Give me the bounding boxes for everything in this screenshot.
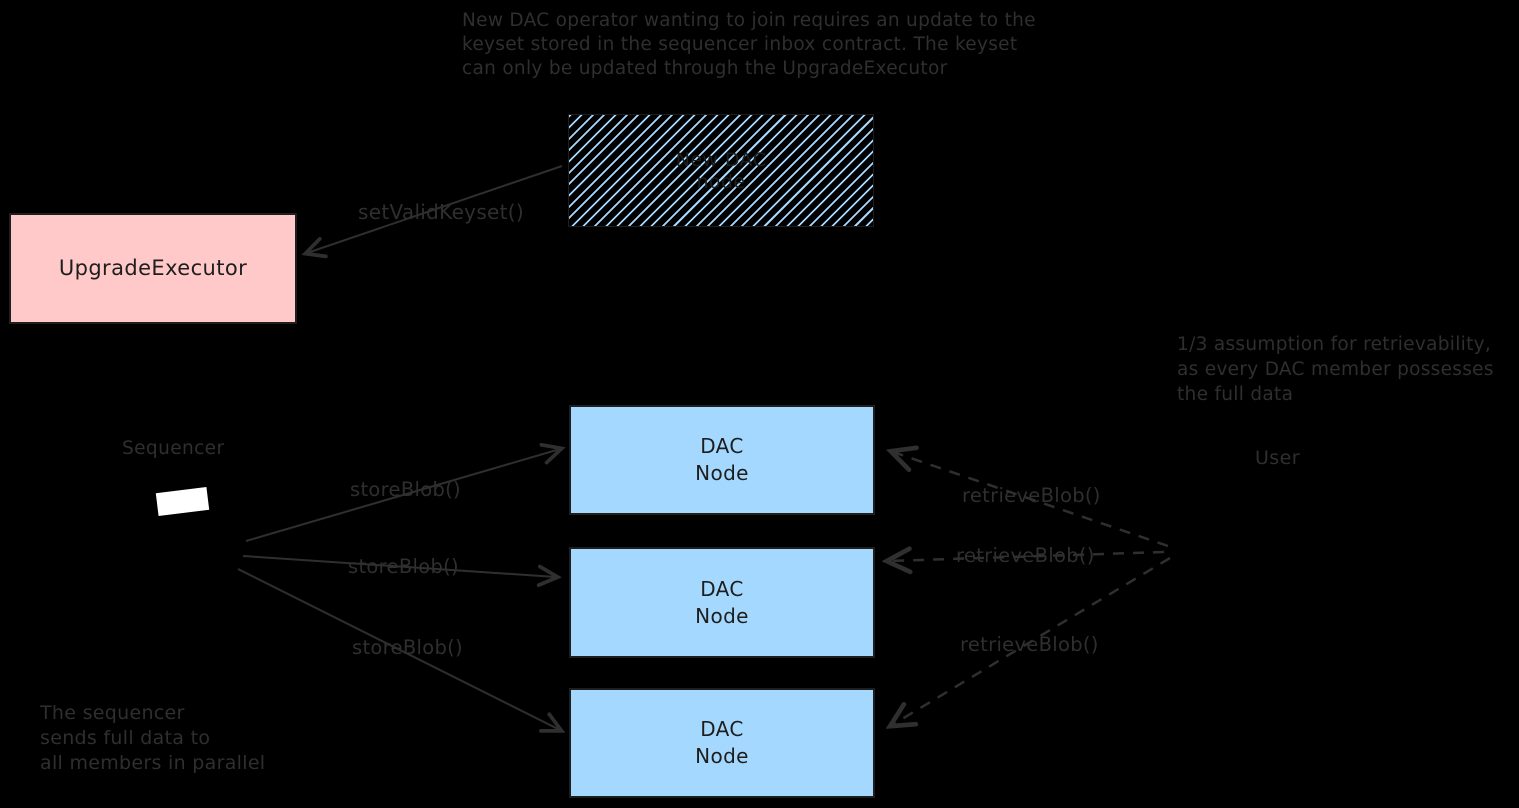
sequencer-laptop-icon bbox=[155, 486, 210, 517]
dac-node-1-label: Node bbox=[695, 461, 749, 485]
keyset-note-line: can only be updated through the UpgradeE… bbox=[462, 58, 948, 79]
dac-node-3-label: Node bbox=[695, 744, 749, 768]
dac-node-box-2: DAC Node bbox=[569, 547, 875, 658]
store-blob-label-1: storeBlob() bbox=[350, 478, 461, 501]
dac-node-2-label: Node bbox=[695, 603, 749, 628]
retrieve-blob-label-1: retrieveBlob() bbox=[962, 484, 1101, 507]
store-blob-label-3: storeBlob() bbox=[352, 636, 463, 659]
assumption-note: 1/3 assumption for retrievability, as ev… bbox=[1177, 332, 1494, 407]
set-valid-keyset-label: setValidKeyset() bbox=[358, 200, 524, 224]
new-dac-node-label: New DAC bbox=[675, 148, 767, 171]
sequencer-note: The sequencer sends full data to all mem… bbox=[40, 701, 265, 776]
new-dac-node-label: node bbox=[696, 170, 746, 193]
user-label: User bbox=[1255, 447, 1300, 469]
sequencer-note-line: sends full data to bbox=[40, 727, 211, 749]
store-blob-label-2: storeBlob() bbox=[348, 555, 459, 578]
dac-node-box-1: DAC Node bbox=[569, 405, 875, 515]
dac-node-2-label: DAC bbox=[700, 576, 744, 601]
retrieve-blob-label-3: retrieveBlob() bbox=[960, 633, 1099, 656]
dac-node-1-label: DAC bbox=[700, 434, 744, 458]
retrieve-blob-label-2: retrieveBlob() bbox=[956, 544, 1095, 567]
sequencer-note-line: The sequencer bbox=[40, 702, 185, 724]
assumption-note-line: as every DAC member possesses bbox=[1177, 359, 1494, 380]
sequencer-label: Sequencer bbox=[122, 438, 225, 459]
upgrade-executor-box: UpgradeExecutor bbox=[9, 213, 297, 324]
dac-node-box-3: DAC Node bbox=[569, 688, 875, 798]
upgrade-executor-label: UpgradeExecutor bbox=[58, 256, 248, 280]
keyset-note-line: New DAC operator wanting to join require… bbox=[462, 10, 1036, 31]
assumption-note-line: the full data bbox=[1177, 384, 1294, 405]
new-dac-node-box: New DAC node bbox=[568, 114, 874, 227]
dac-node-3-label: DAC bbox=[700, 717, 744, 741]
keyset-note-line: keyset stored in the sequencer inbox con… bbox=[462, 34, 1018, 55]
assumption-note-line: 1/3 assumption for retrievability, bbox=[1177, 334, 1492, 355]
keyset-note: New DAC operator wanting to join require… bbox=[462, 9, 1036, 81]
sequencer-note-line: all members in parallel bbox=[40, 752, 266, 774]
